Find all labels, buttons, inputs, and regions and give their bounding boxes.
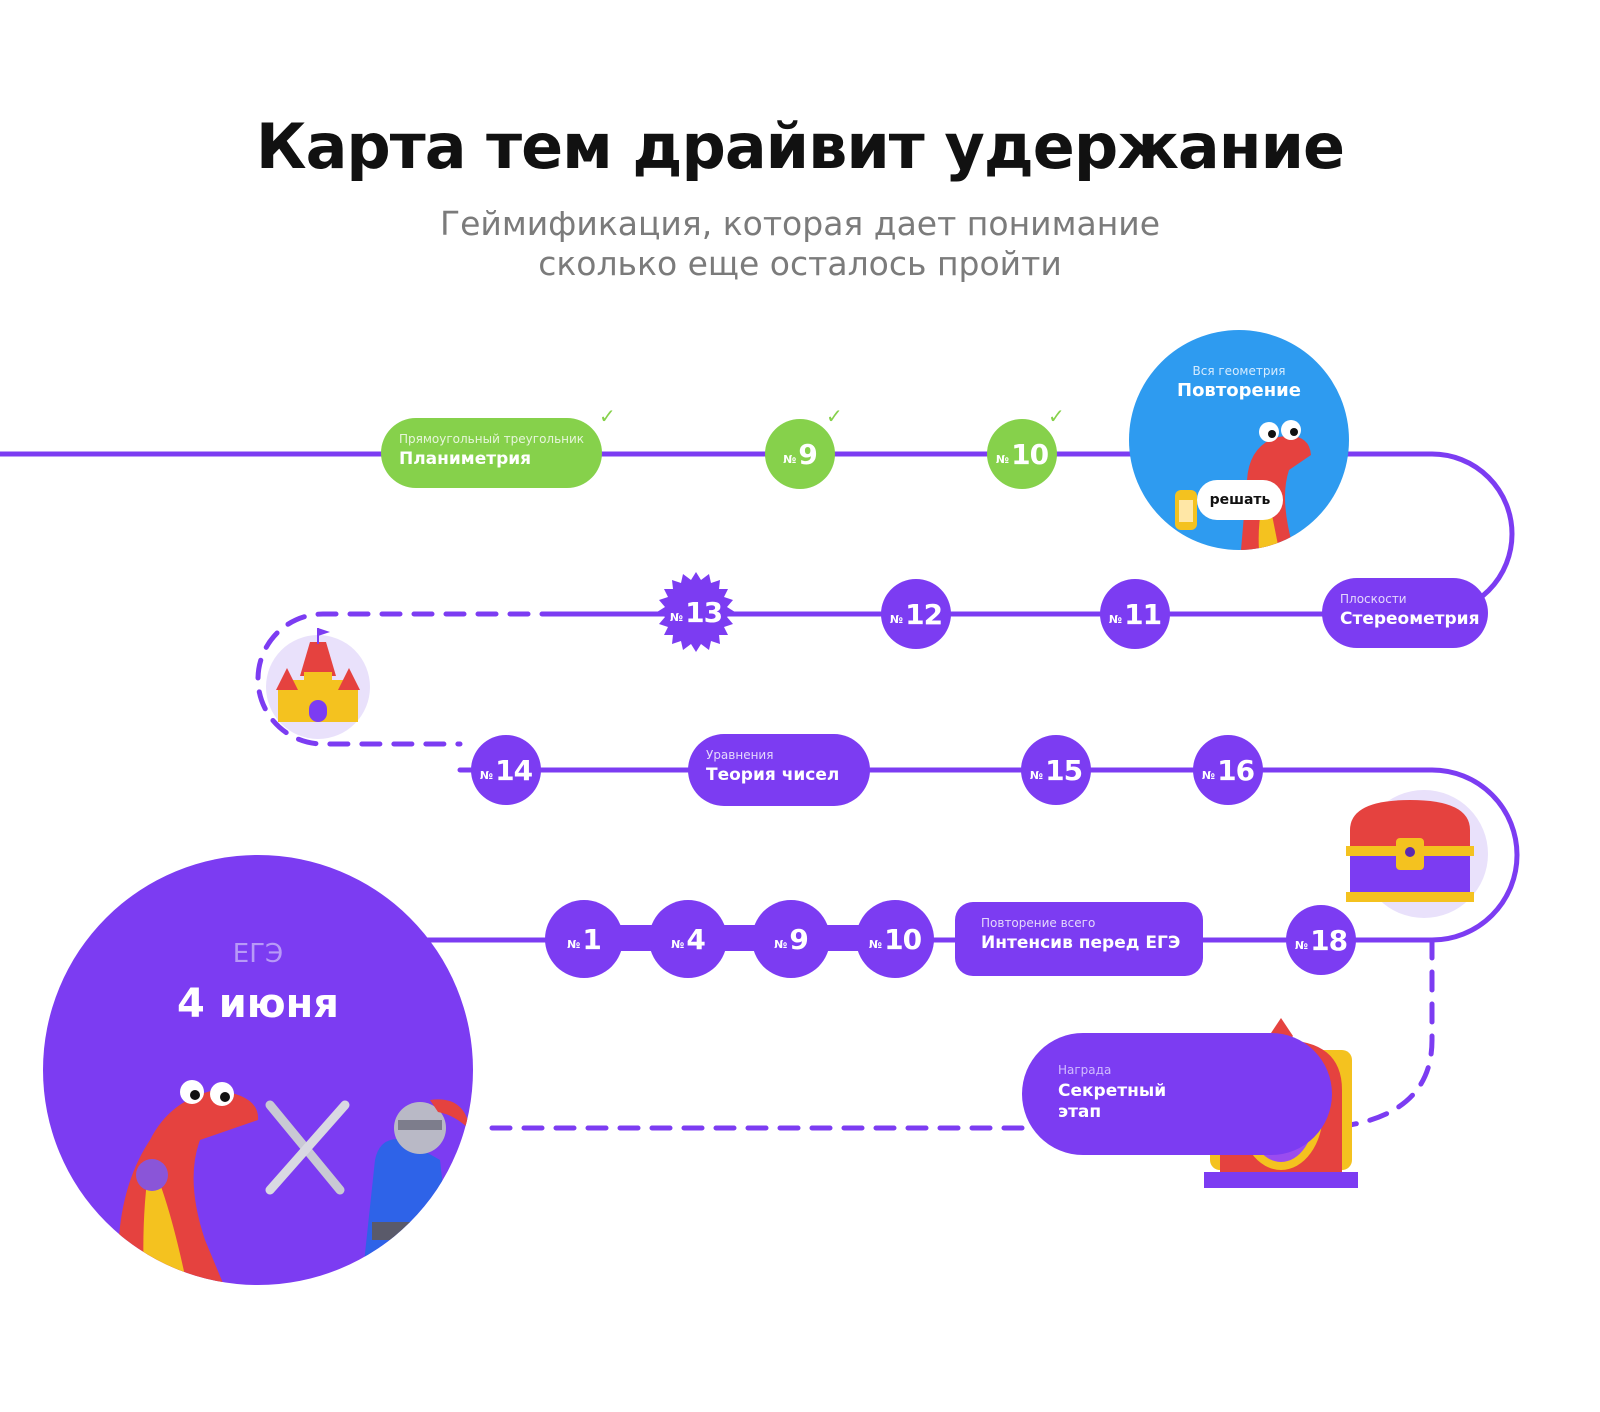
task-16-number-sign: № bbox=[1201, 768, 1216, 782]
task-14-number: 14 bbox=[495, 753, 533, 787]
dragon-mascot-icon bbox=[118, 1080, 259, 1285]
repeat-title: Повторение bbox=[1177, 380, 1301, 401]
chain-task-9-number-sign: № bbox=[774, 937, 788, 951]
task-18-number-sign: № bbox=[1294, 938, 1309, 952]
path-exit-dashed bbox=[1347, 937, 1435, 1128]
exam-date-card: ЕГЭ 4 июня bbox=[43, 855, 473, 1285]
task-13-number: 13 bbox=[685, 595, 723, 629]
knight-mascot-icon-layer bbox=[361, 1099, 473, 1285]
dragon-mascot-icon-layer bbox=[118, 1080, 259, 1285]
chain-task-9-number: 9 bbox=[789, 922, 809, 956]
task-14-number-sign: № bbox=[479, 768, 494, 782]
crossed-swords-icon-layer bbox=[265, 1100, 350, 1195]
chain-task-4-number-sign: № bbox=[671, 937, 685, 951]
task-12-number: 12 bbox=[905, 597, 943, 631]
chain-task-10-number-sign: № bbox=[868, 937, 883, 951]
exam-label: ЕГЭ bbox=[232, 939, 284, 969]
knight-mascot-icon bbox=[361, 1099, 473, 1285]
page-subtitle-line-1: Геймификация, которая дает понимание bbox=[439, 204, 1161, 243]
task-16-number: 16 bbox=[1217, 753, 1255, 787]
secret-title: Секретный этап bbox=[1058, 1081, 1167, 1122]
number-theory-title: Теория чисел bbox=[706, 765, 840, 785]
task-15-number-sign: № bbox=[1029, 768, 1044, 782]
stereometry-title: Стереометрия bbox=[1340, 609, 1480, 629]
task-12-number-sign: № bbox=[889, 612, 904, 626]
secret-stage-pill[interactable]: Награда Секретный этап bbox=[1022, 1033, 1332, 1155]
task-10-checkmark-icon: ✓ bbox=[1048, 404, 1065, 428]
chain-task-10-number: 10 bbox=[884, 922, 922, 956]
page-title: Карта тем драйвит удержание bbox=[255, 110, 1345, 183]
task-11-number: 11 bbox=[1124, 597, 1162, 631]
number-theory-topic-pill[interactable]: Уравнения Теория чисел bbox=[688, 734, 870, 806]
intensive-topic-pill[interactable]: Повторение всего Интенсив перед ЕГЭ bbox=[955, 902, 1203, 976]
chain-task-1-number-sign: № bbox=[567, 937, 581, 951]
stereometry-caption: Плоскости bbox=[1340, 592, 1407, 606]
exam-date: 4 июня bbox=[177, 981, 339, 1027]
repeat-caption: Вся геометрия bbox=[1192, 364, 1286, 378]
planimetry-title: Планиметрия bbox=[399, 449, 532, 469]
castle-icon bbox=[266, 628, 370, 739]
planimetry-topic-pill[interactable]: Прямоугольный треугольник Планиметрия bbox=[381, 418, 602, 488]
planimetry-checkmark-icon: ✓ bbox=[599, 404, 616, 428]
task-11-number-sign: № bbox=[1108, 612, 1123, 626]
solve-button[interactable]: решать bbox=[1197, 480, 1283, 520]
seal-badge-icon bbox=[657, 572, 735, 652]
planimetry-caption: Прямоугольный треугольник bbox=[399, 432, 585, 446]
task-10-number: 10 bbox=[1011, 437, 1049, 471]
page-subtitle-line-2: сколько еще осталось пройти bbox=[538, 244, 1062, 283]
task-15-number: 15 bbox=[1045, 753, 1083, 787]
intensive-caption: Повторение всего bbox=[981, 916, 1096, 930]
task-10-number-sign: № bbox=[995, 452, 1010, 466]
chain-task-1-number: 1 bbox=[582, 922, 602, 956]
path-row-3 bbox=[417, 767, 1520, 943]
task-9-checkmark-icon: ✓ bbox=[826, 404, 843, 428]
task-18-number: 18 bbox=[1310, 923, 1348, 957]
stereometry-topic-pill[interactable]: Плоскости Стереометрия bbox=[1322, 578, 1488, 648]
task-9-number: 9 bbox=[798, 437, 818, 471]
number-theory-caption: Уравнения bbox=[706, 748, 774, 762]
treasure-chest-icon bbox=[1346, 790, 1488, 918]
chain-task-4-number: 4 bbox=[686, 922, 706, 956]
crossed-swords-icon bbox=[265, 1100, 350, 1195]
secret-caption: Награда bbox=[1058, 1063, 1112, 1077]
path-row-2-dashed bbox=[255, 611, 563, 747]
intensive-title: Интенсив перед ЕГЭ bbox=[981, 933, 1181, 953]
geometry-repeat-card[interactable]: Вся геометрия Повторение решать bbox=[1129, 330, 1349, 550]
task-9-number-sign: № bbox=[783, 452, 797, 466]
task-13-number-sign: № bbox=[669, 610, 684, 624]
